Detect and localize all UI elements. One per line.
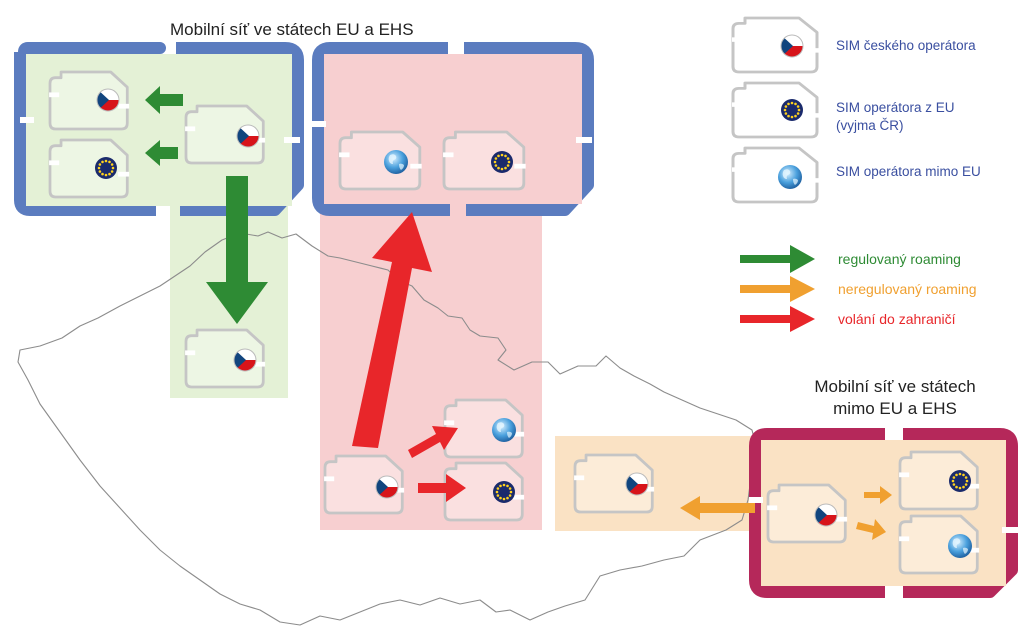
green-arrows [145, 86, 268, 324]
red-arrows [352, 212, 466, 502]
legend-sim-eu [732, 83, 819, 137]
legend-label-eu-sim-line1: SIM operátora z EU [836, 100, 955, 115]
eu-flag-icon [781, 99, 803, 121]
sim-card-green-cz [185, 330, 265, 387]
non-eu-network-title: Mobilní síť ve státech mimo EU a EHS [790, 376, 1000, 420]
eu-flag-icon [949, 470, 971, 492]
arrow-green-1 [145, 86, 183, 114]
legend-label-international: volání do zahraničí [838, 311, 956, 327]
eu-network-title: Mobilní síť ve státech EU a EHS [170, 20, 414, 39]
legend-sim-cz [732, 18, 819, 72]
legend-sim-globe [732, 148, 819, 202]
arrow-orange-left [680, 496, 755, 520]
arrow-red-small-1 [408, 426, 458, 458]
eu-flag-icon [95, 157, 117, 179]
legend-arrow-green [740, 245, 815, 273]
sim-card-noneu-globe [899, 516, 979, 573]
sim-card-eu-cz-2 [185, 106, 265, 163]
legend-arrow-orange [740, 276, 815, 302]
sim-card-noneu-cz [767, 485, 847, 542]
legend-arrow-red [740, 306, 815, 332]
sim-card-eu2-globe [339, 132, 422, 189]
sim-card-orange-cz [574, 455, 654, 512]
arrow-green-down [206, 176, 268, 324]
non-eu-network-title-line2: mimo EU a EHS [833, 399, 957, 418]
globe-icon [492, 418, 516, 442]
legend-label-eu-sim-line2: (vyjma ČR) [836, 118, 904, 133]
arrow-red-big [352, 212, 432, 448]
czech-map-outline [17, 231, 757, 626]
eu-flag-icon [493, 481, 515, 503]
legend-label-eu-sim: SIM operátora z EU (vyjma ČR) [836, 99, 955, 135]
legend-label-unregulated: neregulovaný roaming [838, 281, 977, 297]
globe-icon [948, 534, 972, 558]
arrow-red-small-2 [418, 474, 466, 502]
non-eu-network-title-line1: Mobilní síť ve státech [814, 377, 976, 396]
sim-card-eu-cz-1 [49, 72, 129, 129]
legend-label-non-eu-sim: SIM operátora mimo EU [836, 164, 981, 179]
legend-label-regulated: regulovaný roaming [838, 251, 961, 267]
arrow-orange-small-1 [864, 486, 892, 504]
sim-card-eu2-eu [443, 132, 526, 189]
sim-card-eu-eu [49, 140, 129, 197]
sim-card-noneu-eu [899, 452, 979, 509]
legend-label-cz-sim: SIM českého operátora [836, 38, 976, 53]
globe-icon [384, 150, 408, 174]
globe-icon [778, 165, 802, 189]
arrow-green-2 [145, 140, 178, 166]
arrow-orange-small-2 [856, 519, 886, 540]
orange-arrows [680, 486, 892, 540]
sim-card-pink-cz [324, 456, 404, 513]
eu-flag-icon [491, 151, 513, 173]
